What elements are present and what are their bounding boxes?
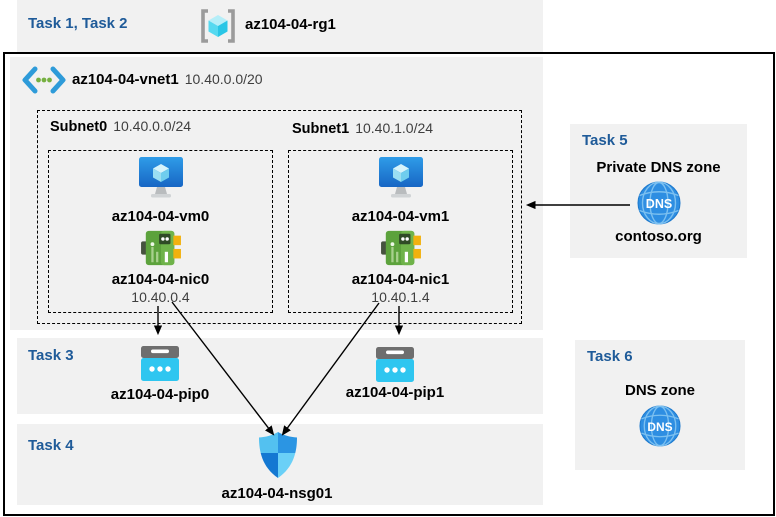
task6-panel: Task 6 DNS zone DNS bbox=[575, 340, 745, 470]
nic1-icon bbox=[380, 229, 421, 267]
vm0-label: az104-04-vm0 bbox=[111, 208, 210, 225]
dns-zone-icon-text: DNS bbox=[647, 420, 672, 434]
nsg-shield-icon bbox=[257, 431, 299, 479]
dns-zone-icon: DNS bbox=[639, 405, 681, 447]
task4-band: Task 4 az104-04-nsg01 bbox=[17, 424, 543, 505]
resource-group-icon bbox=[198, 8, 238, 44]
vnet-title: az104-04-vnet1 10.40.0.0/20 bbox=[72, 71, 263, 89]
nsg-label: az104-04-nsg01 bbox=[221, 485, 333, 502]
nic1-ip: 10.40.1.4 bbox=[371, 289, 430, 305]
nic1-label: az104-04-nic1 bbox=[351, 271, 450, 288]
subnet1-label: Subnet1 10.40.1.0/24 bbox=[292, 120, 433, 138]
nic0-ip: 10.40.0.4 bbox=[131, 289, 190, 305]
nic0-label: az104-04-nic0 bbox=[111, 271, 210, 288]
vnet-region: az104-04-vnet1 10.40.0.0/20 Subnet0 10.40.… bbox=[10, 57, 543, 330]
task6-label: Task 6 bbox=[587, 348, 633, 365]
vm1-label: az104-04-vm1 bbox=[351, 208, 450, 225]
private-dns-zone-title: Private DNS zone bbox=[596, 159, 721, 176]
dns-zone-title: DNS zone bbox=[624, 382, 695, 399]
task5-label: Task 5 bbox=[582, 132, 628, 149]
vnet-name: az104-04-vnet1 bbox=[72, 71, 179, 88]
diagram-outer-frame bbox=[3, 52, 775, 516]
nic0-icon bbox=[140, 229, 181, 267]
subnets-outer-dashed-box bbox=[37, 110, 522, 324]
header-band: Task 1, Task 2 az104-04-rg1 bbox=[17, 0, 543, 52]
task5-panel: Task 5 Private DNS zone DNS contoso.org bbox=[570, 124, 747, 258]
vnet-cidr: 10.40.0.0/20 bbox=[184, 71, 263, 87]
task3-band: Task 3 az104-04-pip0 az104-04-pip1 bbox=[17, 338, 543, 414]
pip1-icon bbox=[374, 346, 416, 386]
subnet1-box: az104-04-vm1 az104-04-nic1 bbox=[288, 150, 513, 313]
subnet0-cidr: 10.40.0.0/24 bbox=[113, 118, 192, 134]
subnet1-name: Subnet1 bbox=[292, 121, 350, 137]
subnet0-label: Subnet0 10.40.0.0/24 bbox=[50, 118, 191, 136]
pip1-label: az104-04-pip1 bbox=[345, 384, 445, 401]
pip0-label: az104-04-pip0 bbox=[110, 386, 210, 403]
private-dns-icon-text: DNS bbox=[645, 197, 671, 211]
virtual-network-icon bbox=[22, 66, 66, 94]
vm0-icon bbox=[138, 157, 184, 201]
private-dns-icon: DNS bbox=[637, 181, 681, 225]
subnet0-name: Subnet0 bbox=[50, 119, 108, 135]
header-task-label: Task 1, Task 2 bbox=[28, 15, 128, 32]
pip0-icon bbox=[139, 345, 181, 385]
vm1-icon bbox=[378, 157, 424, 201]
subnet1-cidr: 10.40.1.0/24 bbox=[355, 120, 434, 136]
private-dns-zone-name: contoso.org bbox=[615, 228, 702, 245]
resource-group-name: az104-04-rg1 bbox=[245, 16, 336, 33]
subnet0-box: az104-04-vm0 az104-04-nic0 bbox=[48, 150, 273, 313]
task4-label: Task 4 bbox=[28, 437, 74, 454]
task3-label: Task 3 bbox=[28, 347, 74, 364]
